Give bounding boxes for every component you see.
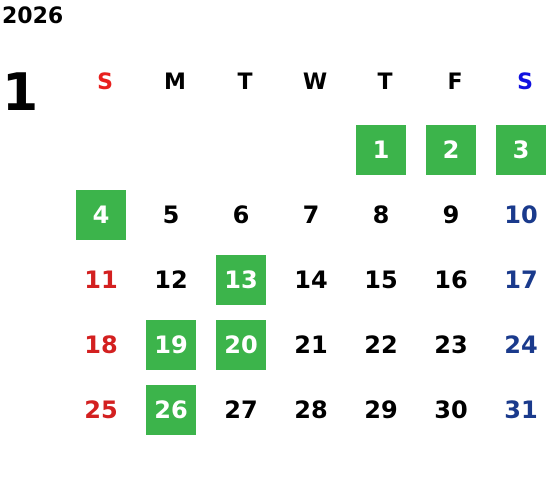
- day-cell: 11: [70, 255, 140, 320]
- day-cell: 21: [280, 320, 350, 385]
- weekday-saturday: S: [517, 70, 533, 95]
- day-number[interactable]: 28: [294, 396, 328, 424]
- day-number[interactable]: 18: [84, 331, 118, 359]
- day-number[interactable]: 12: [154, 266, 188, 294]
- day-cell: 20: [210, 320, 280, 385]
- day-number[interactable]: 31: [504, 396, 538, 424]
- day-cell: 13: [210, 255, 280, 320]
- day-number[interactable]: 11: [84, 266, 118, 294]
- day-cell: 18: [70, 320, 140, 385]
- day-number[interactable]: 16: [434, 266, 468, 294]
- weekday-thursday: T: [377, 70, 393, 95]
- day-cell: 5: [140, 190, 210, 255]
- day-cell: 28: [280, 385, 350, 450]
- day-number-holiday[interactable]: 2: [426, 125, 476, 175]
- day-number[interactable]: 23: [434, 331, 468, 359]
- day-cell: 10: [490, 190, 548, 255]
- day-cell: 29: [350, 385, 420, 450]
- day-cell: 23: [420, 320, 490, 385]
- day-cell: [280, 125, 350, 190]
- week-row: 11 12 13 14 15 16 17: [70, 255, 548, 320]
- month-label: 1: [2, 63, 39, 123]
- weekday-header-row: S M T W T F S: [70, 60, 548, 105]
- day-cell: 1: [350, 125, 420, 190]
- day-number[interactable]: 30: [434, 396, 468, 424]
- day-number[interactable]: 8: [372, 201, 390, 229]
- day-number[interactable]: 9: [442, 201, 460, 229]
- week-row: 18 19 20 21 22 23 24: [70, 320, 548, 385]
- day-cell: 14: [280, 255, 350, 320]
- day-cell: 7: [280, 190, 350, 255]
- day-number[interactable]: 14: [294, 266, 328, 294]
- year-label: 2026: [2, 4, 64, 29]
- day-cell: [210, 125, 280, 190]
- day-number[interactable]: 15: [364, 266, 398, 294]
- day-number[interactable]: 29: [364, 396, 398, 424]
- day-cell: 31: [490, 385, 548, 450]
- weekday-sunday: S: [97, 70, 113, 95]
- day-cell: 25: [70, 385, 140, 450]
- weekday-wednesday: W: [302, 70, 328, 95]
- day-cell: 24: [490, 320, 548, 385]
- day-number[interactable]: 10: [504, 201, 538, 229]
- day-number-holiday[interactable]: 1: [356, 125, 406, 175]
- day-cell: [140, 125, 210, 190]
- day-cell: 6: [210, 190, 280, 255]
- day-cell: 9: [420, 190, 490, 255]
- day-number-holiday[interactable]: 26: [146, 385, 196, 435]
- day-number-holiday[interactable]: 4: [76, 190, 126, 240]
- day-cell: 27: [210, 385, 280, 450]
- day-cell: 16: [420, 255, 490, 320]
- day-cell: 8: [350, 190, 420, 255]
- day-number[interactable]: 22: [364, 331, 398, 359]
- day-cell: 30: [420, 385, 490, 450]
- day-number[interactable]: 17: [504, 266, 538, 294]
- day-cell: 2: [420, 125, 490, 190]
- weekday-monday: M: [164, 70, 186, 95]
- weekday-tuesday: T: [237, 70, 253, 95]
- day-cell: 15: [350, 255, 420, 320]
- day-cell: 3: [490, 125, 548, 190]
- day-cell: 19: [140, 320, 210, 385]
- day-number[interactable]: 21: [294, 331, 328, 359]
- day-number-holiday[interactable]: 3: [496, 125, 546, 175]
- day-number[interactable]: 6: [232, 201, 250, 229]
- day-number[interactable]: 25: [84, 396, 118, 424]
- day-number[interactable]: 5: [162, 201, 180, 229]
- day-number[interactable]: 7: [302, 201, 320, 229]
- week-row: 25 26 27 28 29 30 31: [70, 385, 548, 450]
- day-number[interactable]: 27: [224, 396, 258, 424]
- day-cell: 12: [140, 255, 210, 320]
- day-cell: [70, 125, 140, 190]
- day-number-holiday[interactable]: 20: [216, 320, 266, 370]
- day-number[interactable]: 24: [504, 331, 538, 359]
- week-row: 4 5 6 7 8 9 10: [70, 190, 548, 255]
- day-cell: 17: [490, 255, 548, 320]
- day-cell: 26: [140, 385, 210, 450]
- weekday-friday: F: [447, 70, 463, 95]
- day-cell: 4: [70, 190, 140, 255]
- day-number-holiday[interactable]: 13: [216, 255, 266, 305]
- day-number-holiday[interactable]: 19: [146, 320, 196, 370]
- day-cell: 22: [350, 320, 420, 385]
